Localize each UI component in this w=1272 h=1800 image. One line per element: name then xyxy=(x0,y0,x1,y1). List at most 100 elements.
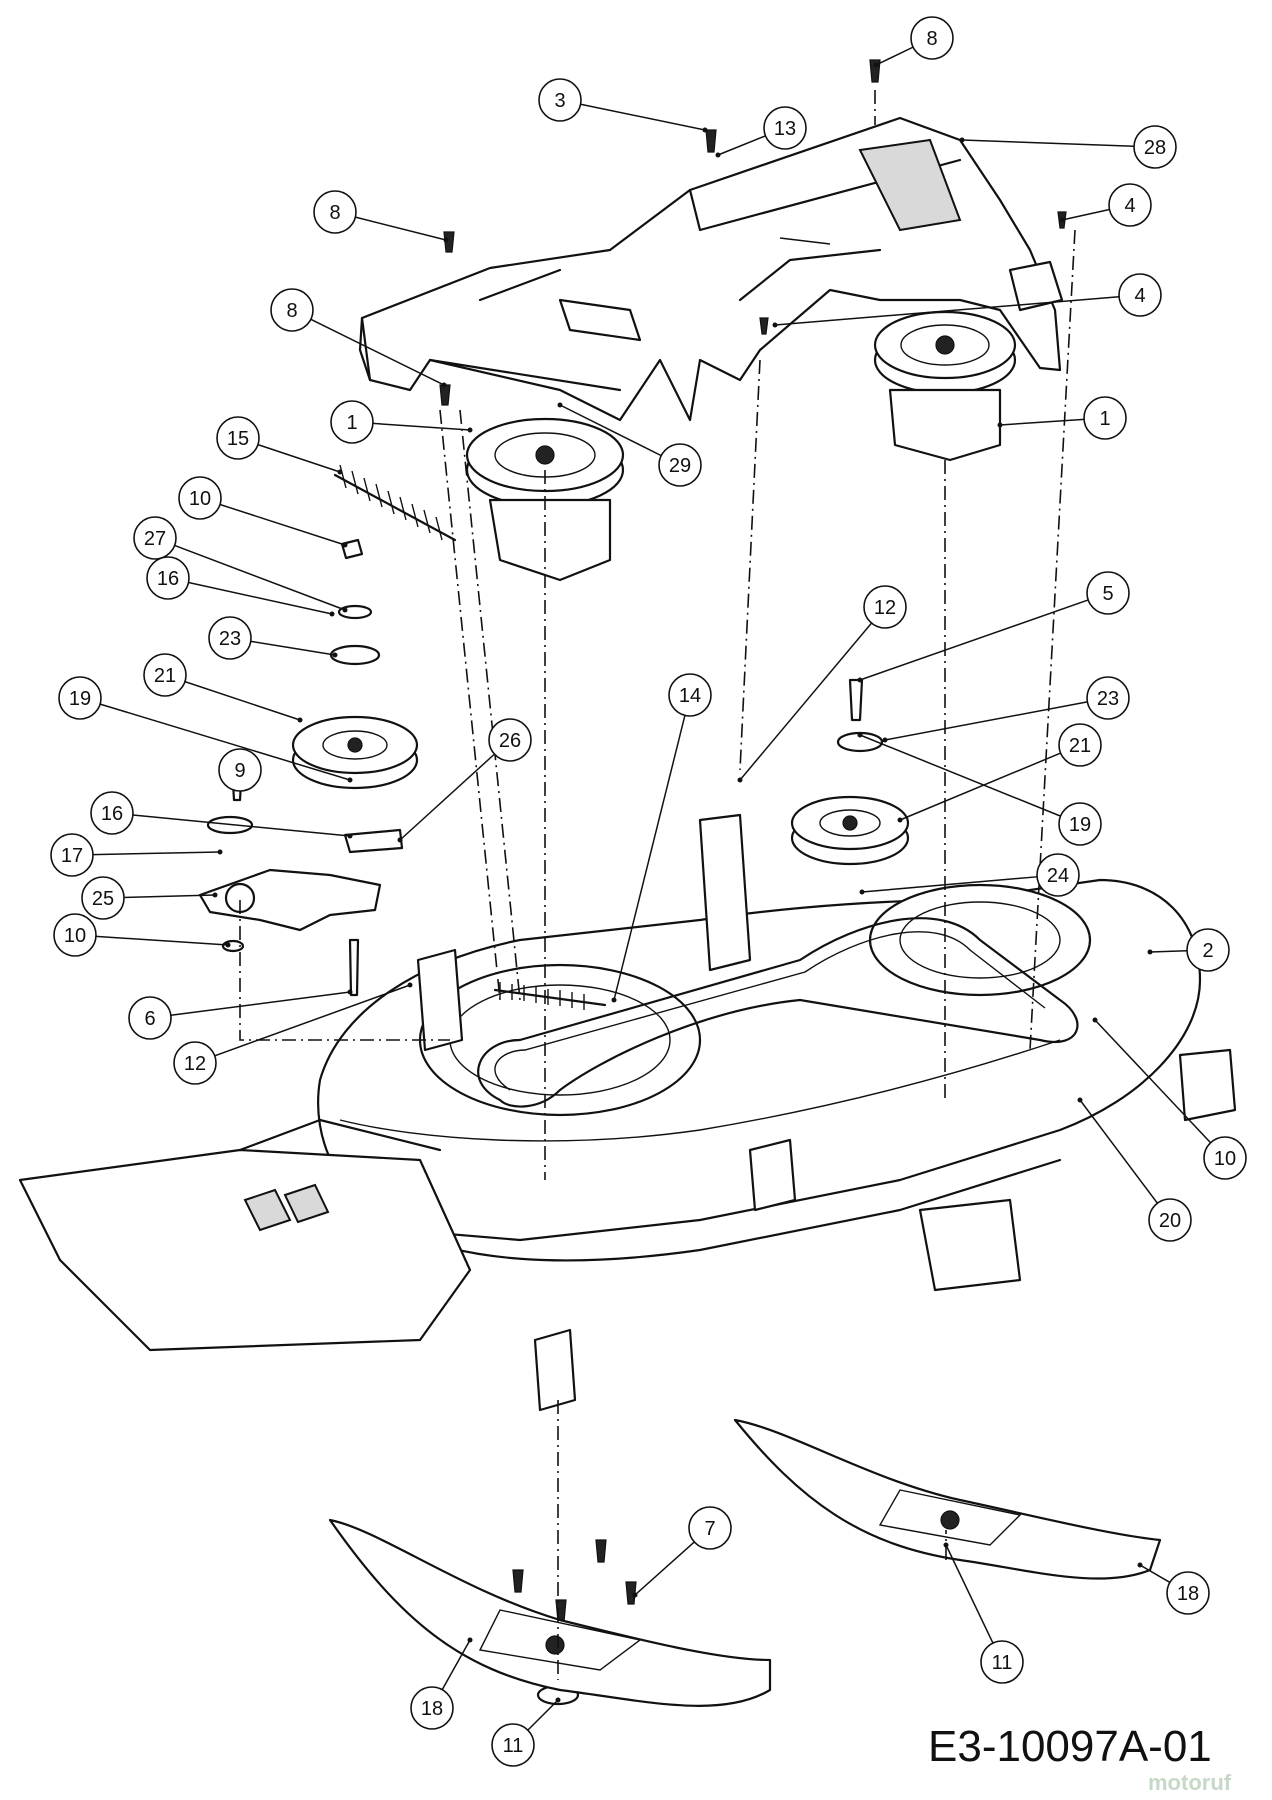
callout-leader xyxy=(717,135,766,156)
callout-bubble xyxy=(1108,183,1152,227)
callout-leader-tip xyxy=(557,402,563,408)
callout-number: 18 xyxy=(1177,1583,1199,1605)
callout-leader xyxy=(739,622,873,781)
callout-bubble xyxy=(1083,396,1127,440)
callout-number: 26 xyxy=(499,730,521,752)
callout-bubble xyxy=(53,913,97,957)
callout-leader-tip xyxy=(329,611,335,617)
callout-leader-tip xyxy=(1059,217,1065,223)
callout-bubble xyxy=(208,616,252,660)
callout-leader-tip xyxy=(737,777,743,783)
belt-cover xyxy=(358,116,1064,422)
callout-leader xyxy=(859,734,1061,817)
callout-number: 20 xyxy=(1159,1210,1181,1232)
callout-leader xyxy=(214,984,411,1057)
callout-leader-tip xyxy=(702,127,708,133)
callout-bubble xyxy=(330,400,374,444)
callout-bubble xyxy=(980,1640,1024,1684)
callout-bubble xyxy=(1058,723,1102,767)
callout-leader xyxy=(945,1544,994,1644)
callout-bubble xyxy=(668,673,712,717)
callout-leader xyxy=(399,753,495,841)
callout-number: 9 xyxy=(234,760,245,782)
callout-4: 4 xyxy=(772,273,1162,328)
callout-bubble xyxy=(763,106,807,150)
callout-leader-tip xyxy=(225,942,231,948)
callout-bubble xyxy=(50,833,94,877)
callout-number: 21 xyxy=(1069,735,1091,757)
callout-bubble xyxy=(173,1041,217,1085)
callout-leader-tip xyxy=(857,677,863,683)
callout-leader-tip xyxy=(217,849,223,855)
callout-leader xyxy=(613,715,686,1001)
callout-leader-tip xyxy=(857,732,863,738)
drive-belt xyxy=(477,917,1079,1108)
callout-number: 17 xyxy=(61,845,83,867)
callout-leader xyxy=(95,935,229,946)
idler-arm xyxy=(198,828,404,932)
callout-leader xyxy=(1094,1019,1212,1144)
callout-leader xyxy=(123,894,216,899)
callout-29: 29 xyxy=(557,402,702,487)
callout-leader xyxy=(774,295,1120,326)
callout-leader xyxy=(875,46,914,66)
callout-leader xyxy=(859,599,1089,681)
idler-pulley-right xyxy=(790,795,910,866)
callout-number: 14 xyxy=(679,685,701,707)
callout-leader xyxy=(355,216,447,241)
callout-leader xyxy=(257,443,341,473)
callout-leader-tip xyxy=(715,152,721,158)
drawing-code: E3-10097A-01 xyxy=(928,1722,1212,1771)
callout-number: 16 xyxy=(157,568,179,590)
callout-leader-tip xyxy=(332,652,338,658)
callout-leader xyxy=(1149,949,1188,953)
callout-number: 16 xyxy=(101,803,123,825)
callout-leader xyxy=(1139,1564,1171,1584)
callout-bubble xyxy=(863,585,907,629)
callout-bubble xyxy=(216,416,260,460)
callout-bubble xyxy=(1148,1198,1192,1242)
callout-bubble xyxy=(143,653,187,697)
callout-number: 12 xyxy=(874,597,896,619)
callout-leader-tip xyxy=(347,833,353,839)
callout-leader-tip xyxy=(347,777,353,783)
callout-number: 25 xyxy=(92,888,114,910)
callout-bubble xyxy=(133,516,177,560)
callout-number: 27 xyxy=(144,528,166,550)
callout-number: 23 xyxy=(219,628,241,650)
callout-leader xyxy=(174,544,346,611)
callout-leader-tip xyxy=(347,989,353,995)
callout-27: 27 xyxy=(133,516,348,613)
callout-number: 8 xyxy=(286,300,297,322)
callout-number: 10 xyxy=(189,488,211,510)
callout-leader xyxy=(899,752,1061,821)
callout-14: 14 xyxy=(611,673,712,1003)
callout-leader-tip xyxy=(212,892,218,898)
callout-bubble xyxy=(410,1686,454,1730)
callout-leader-tip xyxy=(772,322,778,328)
centerlines xyxy=(239,90,1076,1680)
callout-number: 1 xyxy=(1099,408,1110,430)
callout-number: 19 xyxy=(1069,814,1091,836)
callout-leader-tip xyxy=(943,1542,949,1548)
callout-number: 21 xyxy=(154,665,176,687)
callout-bubble xyxy=(491,1723,535,1767)
callout-leader-tip xyxy=(1077,1097,1083,1103)
callout-number: 23 xyxy=(1097,688,1119,710)
callout-leader-tip xyxy=(859,889,865,895)
callout-20: 20 xyxy=(1077,1097,1192,1242)
callout-16: 16 xyxy=(90,791,353,839)
callout-3: 3 xyxy=(538,78,708,133)
callout-10: 10 xyxy=(53,913,231,957)
callout-number: 10 xyxy=(64,925,86,947)
callout-leader xyxy=(580,103,706,131)
callout-leader-tip xyxy=(297,717,303,723)
callout-number: 19 xyxy=(69,688,91,710)
callout-7: 7 xyxy=(632,1506,732,1598)
callout-8: 8 xyxy=(313,190,449,243)
callout-8: 8 xyxy=(873,16,954,68)
callout-bubble xyxy=(1186,928,1230,972)
callout-9: 9 xyxy=(218,748,262,792)
